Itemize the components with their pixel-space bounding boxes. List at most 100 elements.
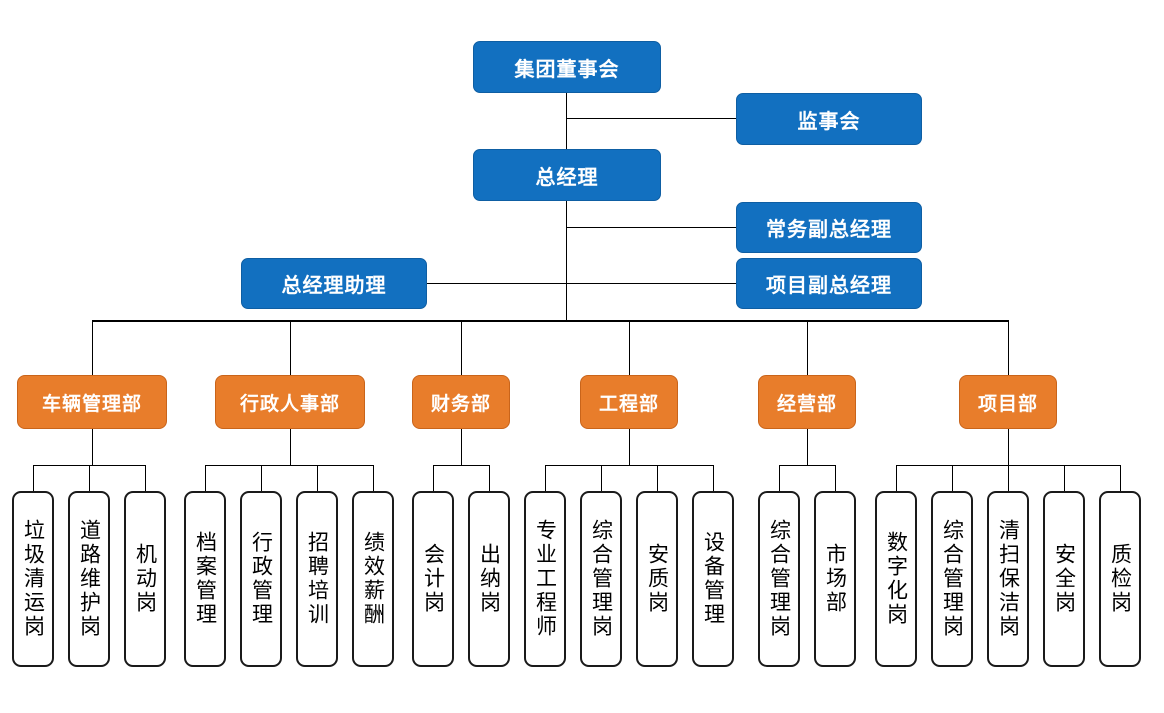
- node-gm-assistant[interactable]: 总经理助理: [241, 258, 427, 309]
- leaf-position-box[interactable]: 综合管理岗: [931, 491, 973, 667]
- node-project-deputy-gm[interactable]: 项目副总经理: [736, 258, 922, 309]
- node-exec-deputy-gm[interactable]: 常务副总经理: [736, 202, 922, 253]
- connector-dept5-drop-1: [779, 465, 780, 491]
- leaf-position-label: 道路维护岗: [77, 519, 101, 639]
- leaf-position-label: 安全岗: [1052, 543, 1076, 615]
- connector-gm-to-exec-deputy: [566, 227, 736, 228]
- leaf-position-label: 机动岗: [133, 543, 157, 615]
- connector-dept4-drop-1: [545, 465, 546, 491]
- leaf-position-label: 专业工程师: [533, 519, 557, 639]
- leaf-position-box[interactable]: 综合管理岗: [758, 491, 800, 667]
- leaf-position-label: 垃圾清运岗: [21, 519, 45, 639]
- leaf-position-box[interactable]: 招聘培训: [296, 491, 338, 667]
- leaf-position-box[interactable]: 数字化岗: [875, 491, 917, 667]
- leaf-position-box[interactable]: 会计岗: [412, 491, 454, 667]
- leaf-position-label: 质检岗: [1108, 543, 1132, 615]
- leaf-position-label: 安质岗: [645, 543, 669, 615]
- connector-department-bus: [92, 320, 1009, 322]
- leaf-position-box[interactable]: 行政管理: [240, 491, 282, 667]
- connector-dept5-drop-2: [835, 465, 836, 491]
- node-department-engineering[interactable]: 工程部: [580, 375, 678, 429]
- connector-board-to-gm: [566, 92, 567, 150]
- node-department-operations[interactable]: 经营部: [758, 375, 856, 429]
- node-department-admin-hr[interactable]: 行政人事部: [215, 375, 365, 429]
- connector-bus-drop-6: [1008, 320, 1009, 375]
- connector-dept2-drop-2: [261, 465, 262, 491]
- leaf-position-box[interactable]: 质检岗: [1099, 491, 1141, 667]
- connector-dept1-drop-1: [33, 465, 34, 491]
- connector-dept6-stem: [1008, 429, 1009, 466]
- connector-dept3-bar: [433, 465, 489, 466]
- connector-dept2-drop-3: [317, 465, 318, 491]
- leaf-position-label: 数字化岗: [884, 531, 908, 627]
- node-department-label: 经营部: [776, 393, 837, 415]
- leaf-position-label: 综合管理岗: [589, 519, 613, 639]
- node-department-label: 工程部: [598, 393, 659, 415]
- connector-bus-drop-2: [290, 320, 291, 375]
- connector-board-to-supervisory: [566, 118, 736, 119]
- connector-dept4-stem: [629, 429, 630, 466]
- connector-dept3-stem: [461, 429, 462, 466]
- leaf-position-box[interactable]: 设备管理: [692, 491, 734, 667]
- leaf-position-label: 综合管理岗: [767, 519, 791, 639]
- connector-dept1-drop-2: [89, 465, 90, 491]
- node-department-vehicle-management[interactable]: 车辆管理部: [17, 375, 167, 429]
- connector-dept6-drop-4: [1064, 465, 1065, 491]
- leaf-position-label: 清扫保洁岗: [996, 519, 1020, 639]
- leaf-position-box[interactable]: 机动岗: [124, 491, 166, 667]
- leaf-position-label: 设备管理: [701, 531, 725, 627]
- connector-dept5-bar: [779, 465, 835, 466]
- leaf-position-label: 综合管理岗: [940, 519, 964, 639]
- leaf-position-box[interactable]: 综合管理岗: [580, 491, 622, 667]
- connector-dept3-drop-2: [489, 465, 490, 491]
- node-department-label: 财务部: [430, 393, 491, 415]
- node-exec-deputy-gm-label: 常务副总经理: [766, 219, 892, 241]
- connector-dept6-drop-3: [1008, 465, 1009, 491]
- node-supervisory-board-label: 监事会: [797, 110, 861, 133]
- connector-dept6-drop-2: [952, 465, 953, 491]
- connector-dept3-drop-1: [433, 465, 434, 491]
- leaf-position-label: 绩效薪酬: [361, 531, 385, 627]
- leaf-position-label: 招聘培训: [305, 531, 329, 627]
- leaf-position-box[interactable]: 专业工程师: [524, 491, 566, 667]
- node-department-project[interactable]: 项目部: [959, 375, 1057, 429]
- connector-dept1-stem: [92, 429, 93, 466]
- leaf-position-box[interactable]: 档案管理: [184, 491, 226, 667]
- leaf-position-label: 市场部: [823, 543, 847, 615]
- connector-dept2-drop-4: [373, 465, 374, 491]
- leaf-position-box[interactable]: 安质岗: [636, 491, 678, 667]
- leaf-position-label: 会计岗: [421, 543, 445, 615]
- connector-bus-drop-5: [807, 320, 808, 375]
- node-department-finance[interactable]: 财务部: [412, 375, 510, 429]
- node-department-label: 行政人事部: [239, 393, 340, 415]
- connector-dept4-bar: [545, 465, 713, 466]
- node-department-label: 车辆管理部: [41, 393, 142, 415]
- leaf-position-label: 行政管理: [249, 531, 273, 627]
- connector-bus-drop-3: [461, 320, 462, 375]
- leaf-position-box[interactable]: 清扫保洁岗: [987, 491, 1029, 667]
- node-group-board[interactable]: 集团董事会: [473, 41, 661, 93]
- connector-bus-drop-4: [629, 320, 630, 375]
- node-supervisory-board[interactable]: 监事会: [736, 93, 922, 145]
- connector-dept4-drop-2: [601, 465, 602, 491]
- connector-gm-to-project-deputy: [566, 283, 736, 284]
- leaf-position-box[interactable]: 垃圾清运岗: [12, 491, 54, 667]
- node-general-manager[interactable]: 总经理: [473, 149, 661, 201]
- leaf-position-box[interactable]: 绩效薪酬: [352, 491, 394, 667]
- leaf-position-label: 档案管理: [193, 531, 217, 627]
- node-department-label: 项目部: [977, 393, 1038, 415]
- connector-dept4-drop-3: [657, 465, 658, 491]
- leaf-position-box[interactable]: 道路维护岗: [68, 491, 110, 667]
- node-group-board-label: 集团董事会: [514, 58, 620, 81]
- connector-dept5-stem: [807, 429, 808, 466]
- leaf-position-box[interactable]: 安全岗: [1043, 491, 1085, 667]
- connector-dept2-stem: [290, 429, 291, 466]
- leaf-position-label: 出纳岗: [477, 543, 501, 615]
- node-project-deputy-gm-label: 项目副总经理: [766, 275, 892, 297]
- connector-gm-trunk: [566, 200, 567, 322]
- leaf-position-box[interactable]: 出纳岗: [468, 491, 510, 667]
- connector-dept6-drop-1: [896, 465, 897, 491]
- connector-dept1-drop-3: [145, 465, 146, 491]
- leaf-position-box[interactable]: 市场部: [814, 491, 856, 667]
